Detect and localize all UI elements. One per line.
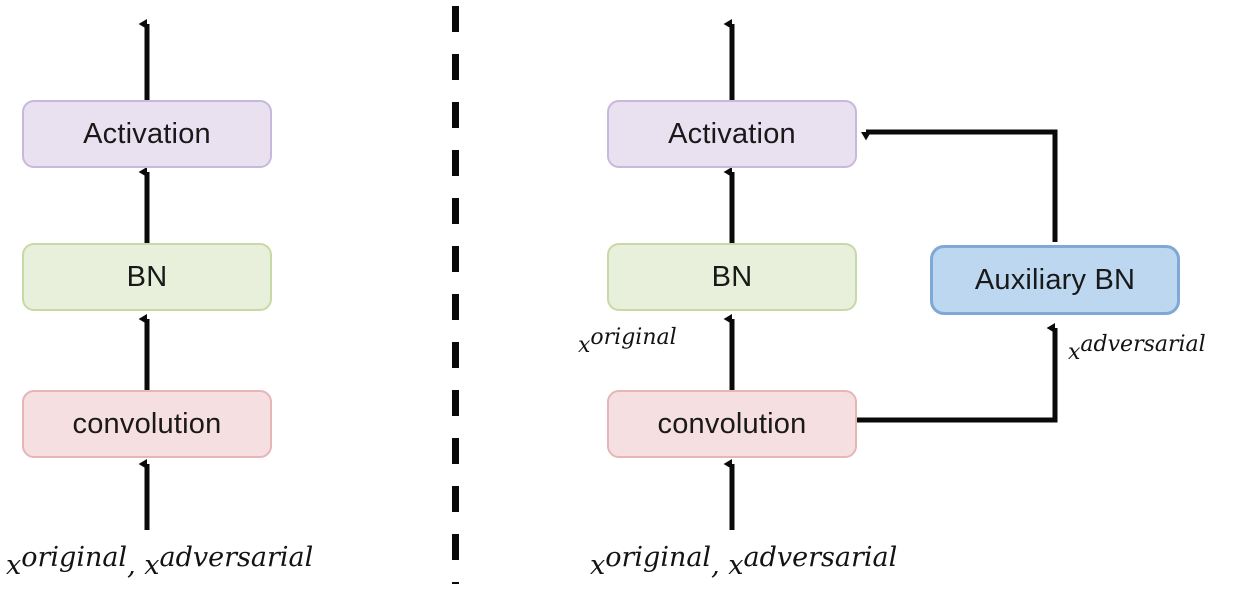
right-clean-branch-label: xoriginal: [578, 326, 677, 358]
left-input-x1-base: x: [6, 550, 22, 581]
right-adversarial-branch-label: xadversarial: [1068, 333, 1206, 365]
right-clean-sup: original: [590, 324, 677, 350]
left-node-convolution-label: convolution: [72, 407, 222, 440]
right-node-auxiliary-bn-label: Auxiliary BN: [974, 263, 1136, 296]
right-input-separator: ,: [711, 550, 729, 581]
right-node-convolution[interactable]: convolution: [607, 390, 857, 458]
right-input-x1-sup: original: [605, 541, 712, 573]
arrow-auxiliary-bn-to-activation: [861, 129, 1058, 242]
right-node-auxiliary-bn[interactable]: Auxiliary BN: [930, 245, 1180, 315]
right-node-convolution-label: convolution: [657, 407, 807, 440]
left-input-x2-sup: adversarial: [159, 541, 314, 573]
left-node-activation-label: Activation: [83, 117, 211, 150]
right-adv-base: x: [1068, 340, 1081, 365]
right-input-x1-base: x: [590, 550, 606, 581]
left-node-activation[interactable]: Activation: [22, 100, 272, 168]
left-input-x2-base: x: [144, 550, 160, 581]
right-node-activation-label: Activation: [668, 117, 796, 150]
right-clean-base: x: [578, 333, 591, 358]
right-input-x2-base: x: [728, 550, 744, 581]
left-node-bn[interactable]: BN: [22, 243, 272, 311]
left-input-label: xoriginal, xadversarial: [6, 544, 313, 581]
right-input-x2-sup: adversarial: [743, 541, 898, 573]
left-node-convolution[interactable]: convolution: [22, 390, 272, 458]
right-node-bn-label: BN: [711, 260, 753, 293]
right-adv-sup: adversarial: [1080, 331, 1206, 357]
left-input-x1-sup: original: [21, 541, 128, 573]
right-input-label: xoriginal, xadversarial: [590, 544, 897, 581]
right-node-activation[interactable]: Activation: [607, 100, 857, 168]
right-node-bn[interactable]: BN: [607, 243, 857, 311]
dashed-vertical-divider: [452, 6, 459, 584]
left-node-bn-label: BN: [126, 260, 168, 293]
arrow-conv-to-auxiliary-bn: [857, 323, 1058, 423]
left-input-separator: ,: [127, 550, 145, 581]
